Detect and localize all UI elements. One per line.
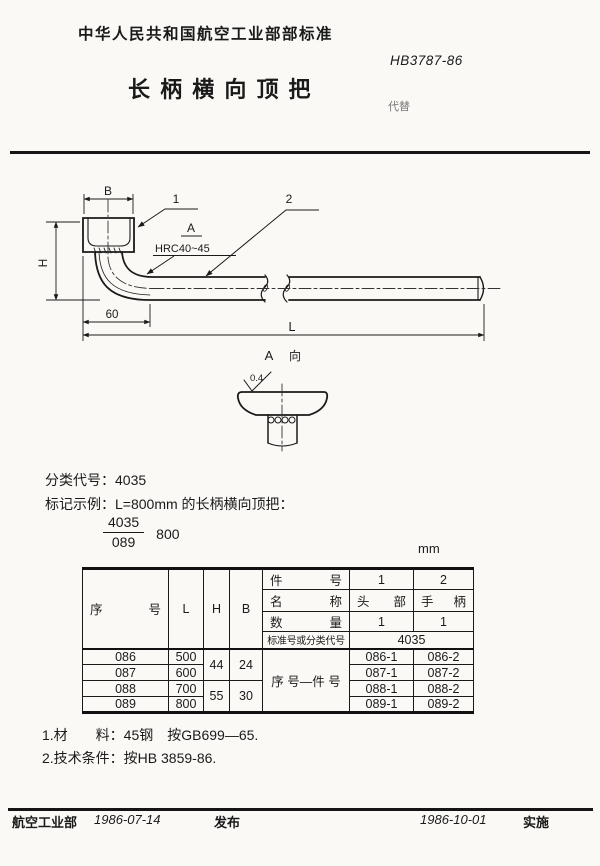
qty-1: 1 — [349, 611, 414, 632]
row-header-name: 名 称 — [262, 589, 350, 612]
col-header-l: L — [168, 568, 204, 649]
main-view-geometry — [82, 199, 503, 303]
h-cell: 44 — [203, 647, 230, 681]
part1-code-cell: 088-1 — [349, 680, 414, 697]
part1-code-cell: 086-1 — [349, 647, 414, 665]
table-row: 087 600 087-1 087-2 — [82, 664, 474, 681]
header-divider — [10, 151, 590, 154]
row-header-qty: 数 量 — [262, 611, 350, 632]
row-header-std-no: 标准号或分类代号 — [262, 631, 350, 649]
designation-denominator: 089 — [111, 533, 136, 550]
view-direction-caption: 向 — [289, 348, 301, 363]
footer-issue-date: 1986-07-14 — [94, 812, 161, 827]
document-title: 长 柄 横 向 顶 把 — [128, 77, 313, 102]
dim-b-label: B — [104, 184, 112, 198]
part-no-1: 1 — [349, 568, 414, 590]
table-row: 089 800 089-1 089-2 — [82, 696, 474, 713]
designation-fraction: 4035 089 — [103, 514, 145, 551]
dim-h-label: H — [36, 259, 50, 268]
seq-cell: 086 — [82, 647, 169, 665]
seq-cell: 089 — [82, 696, 169, 713]
col-header-seq: 序 号 — [82, 568, 169, 649]
hardness-label: HRC40~45 — [155, 243, 210, 255]
technical-drawing: B H 60 L 1 2 A HRC40~45 A 向 0.4 — [36, 184, 503, 452]
designation-length: 800 — [156, 526, 180, 543]
std-no-value: 4035 — [349, 631, 474, 649]
view-a-label: A — [187, 221, 195, 235]
table-row: 088 700 55 30 088-1 088-2 — [82, 680, 474, 713]
standard-number: HB3787-86 — [390, 53, 463, 68]
footer-issue-label: 发布 — [214, 815, 241, 830]
notes-block: 1.材 料：45钢 按GB699—65. 2.技术条件：按HB 3859-86. — [42, 724, 258, 769]
dim-l-label: L — [289, 320, 296, 334]
l-cell: 800 — [168, 696, 204, 713]
footer-issuer: 航空工业部 — [12, 815, 78, 830]
col-header-b: B — [229, 568, 263, 649]
part1-code-cell: 089-1 — [349, 696, 414, 713]
col-header-h: H — [203, 568, 230, 649]
designation-numerator: 4035 — [103, 514, 145, 533]
part2-code-cell: 086-2 — [413, 647, 474, 665]
part-2-callout: 2 — [286, 192, 293, 206]
note-tech-conditions: 2.技术条件：按HB 3859-86. — [42, 749, 217, 766]
l-cell: 500 — [168, 647, 204, 665]
spec-table: 序 号 L H B 件 号 1 2 名 称 头 部 手 柄 数 量 1 1 标准… — [82, 567, 474, 714]
table-unit-label: mm — [418, 541, 440, 556]
part2-code-cell: 089-2 — [413, 696, 474, 713]
qty-2: 1 — [413, 611, 474, 632]
dim-60-label: 60 — [106, 309, 119, 321]
l-cell: 700 — [168, 680, 204, 697]
view-a-caption: A — [265, 348, 274, 363]
roughness-label: 0.4 — [250, 373, 263, 384]
replaces-note: 代替 — [388, 101, 410, 113]
marking-designation: 4035 089 800 — [103, 514, 180, 551]
part2-code-cell: 088-2 — [413, 680, 474, 697]
footer-implementation-date: 1986-10-01 — [420, 812, 487, 827]
l-cell: 600 — [168, 664, 204, 681]
part-name-1: 头 部 — [349, 589, 414, 612]
part2-code-cell: 087-2 — [413, 664, 474, 681]
footer-implementation-label: 实施 — [523, 815, 550, 830]
part-name-2: 手 柄 — [413, 589, 474, 612]
dimension-lines — [46, 194, 485, 341]
table-row: 086 500 44 24 序 号—件 号 086-1 086-2 — [82, 647, 474, 713]
footer-divider — [8, 808, 593, 811]
b-cell: 30 — [229, 680, 263, 713]
b-cell: 24 — [229, 647, 263, 681]
marking-example-line: 标记示例：L=800mm 的长柄横向顶把： — [45, 496, 294, 512]
classification-line: 分类代号：4035 — [45, 472, 147, 488]
combo-label-cell: 序 号—件 号 — [262, 647, 350, 713]
row-header-part-no: 件 号 — [262, 568, 350, 590]
part-1-callout: 1 — [173, 192, 180, 206]
part-no-2: 2 — [413, 568, 474, 590]
part1-code-cell: 087-1 — [349, 664, 414, 681]
note-material: 1.材 料：45钢 按GB699—65. — [42, 727, 259, 743]
standard-org-title: 中华人民共和国航空工业部部标准 — [78, 26, 334, 43]
seq-cell: 087 — [82, 664, 169, 681]
h-cell: 55 — [203, 680, 230, 713]
seq-cell: 088 — [82, 680, 169, 697]
view-a-geometry — [236, 371, 329, 452]
